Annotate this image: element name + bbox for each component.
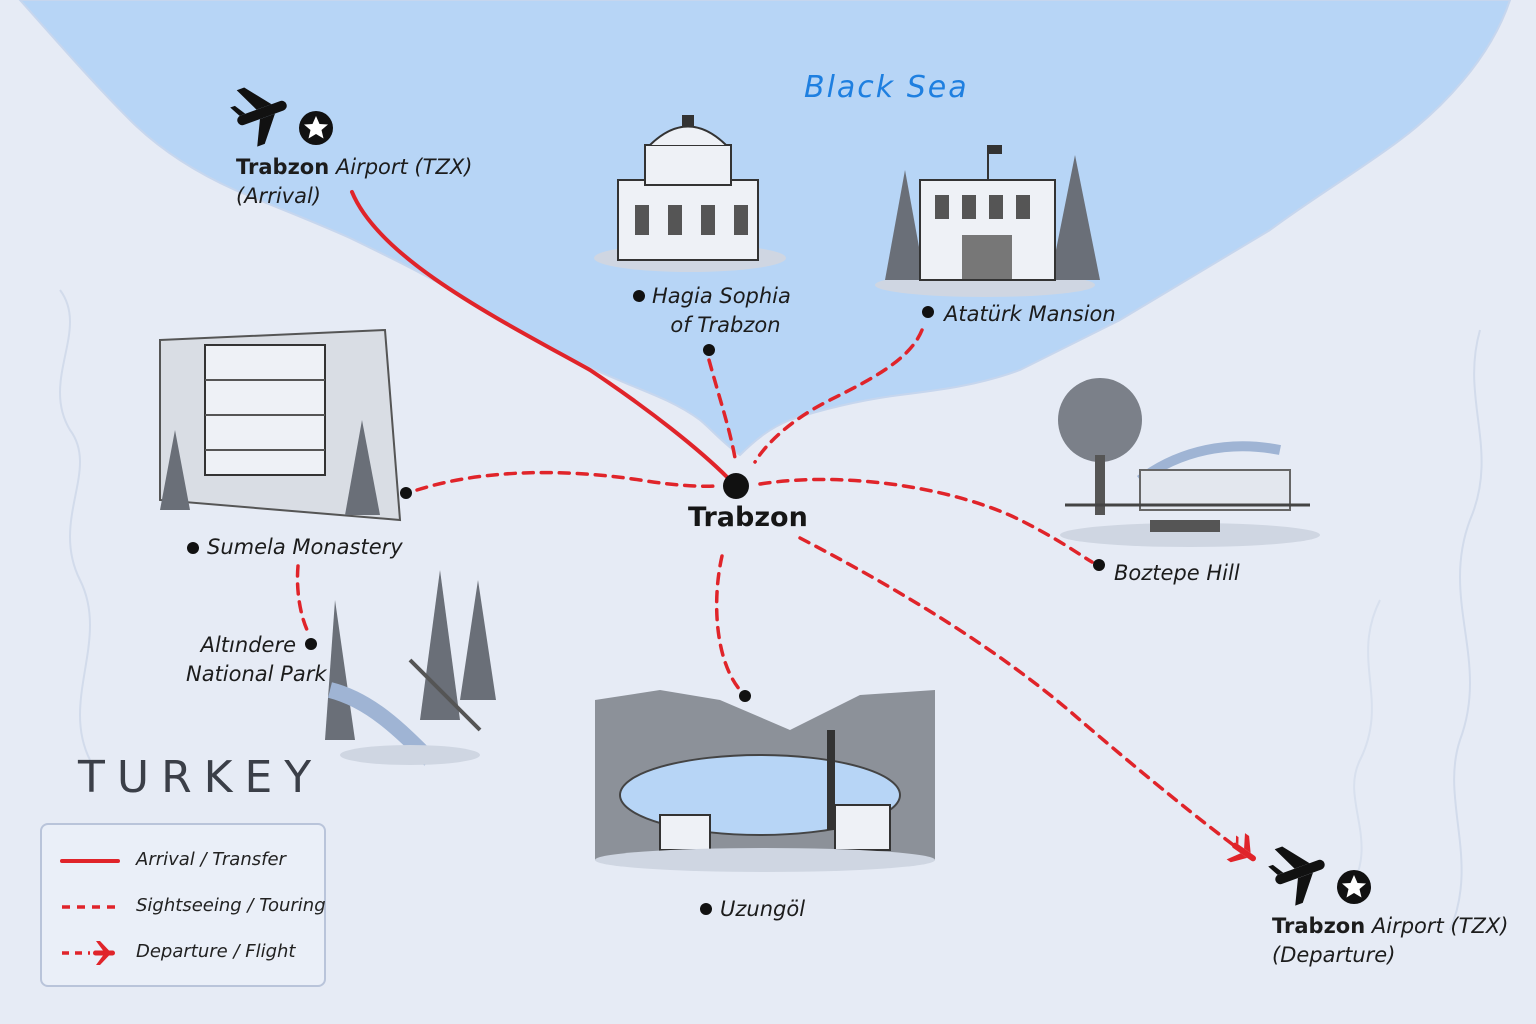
sumela-label-dot <box>187 542 199 554</box>
altindere-park-illustration <box>325 570 496 766</box>
legend-arrival-label: Arrival / Transfer <box>136 849 286 870</box>
altindere-dot <box>305 638 317 650</box>
departure-flight-route <box>798 536 1242 852</box>
ataturk-mansion-illustration <box>875 145 1100 297</box>
legend-departure-plane-icon <box>62 941 115 965</box>
boztepe-hill-illustration <box>1058 378 1320 547</box>
departure-airplane-icon <box>1268 846 1325 906</box>
route-to-uzungol <box>714 554 742 692</box>
uzungol-illustration <box>595 690 935 872</box>
legend-dashed-line-icon <box>62 905 118 909</box>
sumela-connector-dot <box>400 487 412 499</box>
airport-arrival-name-rest: Airport (TZX) <box>329 155 473 179</box>
route-to-sumela <box>415 470 717 492</box>
legend-row-departure: Departure / Flight <box>60 939 320 967</box>
red-airplane-icon <box>1226 833 1257 863</box>
sea-label: Black Sea <box>804 70 969 105</box>
river-line-west <box>59 289 91 761</box>
airport-arrival-note: (Arrival) <box>236 184 321 208</box>
airport-arrival-label: Trabzon Airport (TZX) (Arrival) <box>236 153 472 211</box>
airport-departure-name-rest: Airport (TZX) <box>1365 914 1509 938</box>
legend-sightseeing-label: Sightseeing / Touring <box>136 895 326 916</box>
route-to-ataturk-mansion <box>753 328 924 464</box>
legend-row-sightseeing: Sightseeing / Touring <box>60 893 326 921</box>
uzungol-label: Uzungöl <box>720 897 806 921</box>
airport-departure-note: (Departure) <box>1272 943 1396 967</box>
ataturk-mansion-dot <box>922 306 934 318</box>
legend-row-arrival: Arrival / Transfer <box>60 847 320 875</box>
map-legend: Arrival / Transfer Sightseeing / Touring… <box>40 823 326 987</box>
arrival-transfer-route <box>350 190 730 480</box>
hagia-sophia-label: Hagia Sophia of Trabzon <box>652 282 791 340</box>
uzungol-label-dot <box>700 903 712 915</box>
altindere-line1: Altındere <box>200 633 296 657</box>
altindere-line2: National Park <box>186 662 327 686</box>
trabzon-hub-label: Trabzon <box>688 502 808 533</box>
river-line-east <box>1449 329 1483 931</box>
route-sumela-to-altindere <box>295 564 310 634</box>
boztepe-label: Boztepe Hill <box>1114 561 1240 585</box>
departure-star-badge-icon <box>1337 870 1371 904</box>
country-label: TURKEY <box>78 752 324 803</box>
boztepe-dot <box>1093 559 1105 571</box>
uzungol-connector-dot <box>739 690 751 702</box>
airport-departure-name-bold: Trabzon <box>1272 914 1366 938</box>
route-to-boztepe <box>758 477 1094 564</box>
river-line-east-2 <box>1349 599 1381 891</box>
hagia-sophia-line2: of Trabzon <box>670 313 781 337</box>
airport-arrival-name-bold: Trabzon <box>236 155 330 179</box>
route-to-hagia-sophia <box>707 358 737 460</box>
arrival-airplane-icon <box>230 87 287 147</box>
legend-departure-label: Departure / Flight <box>136 941 296 962</box>
altindere-label: Altındere National Park <box>186 631 327 689</box>
hagia-sophia-label-dot <box>633 290 645 302</box>
hagia-sophia-dot <box>703 344 715 356</box>
legend-solid-line-icon <box>60 859 120 863</box>
sumela-label: Sumela Monastery <box>207 535 403 559</box>
airport-departure-label: Trabzon Airport (TZX) (Departure) <box>1272 912 1508 970</box>
sumela-monastery-illustration <box>159 328 402 522</box>
ataturk-mansion-label: Atatürk Mansion <box>944 302 1116 326</box>
trabzon-hub-dot <box>723 473 749 499</box>
hagia-sophia-line1: Hagia Sophia <box>652 284 791 308</box>
hagia-sophia-illustration <box>594 115 786 272</box>
arrival-star-badge-icon <box>299 111 333 145</box>
